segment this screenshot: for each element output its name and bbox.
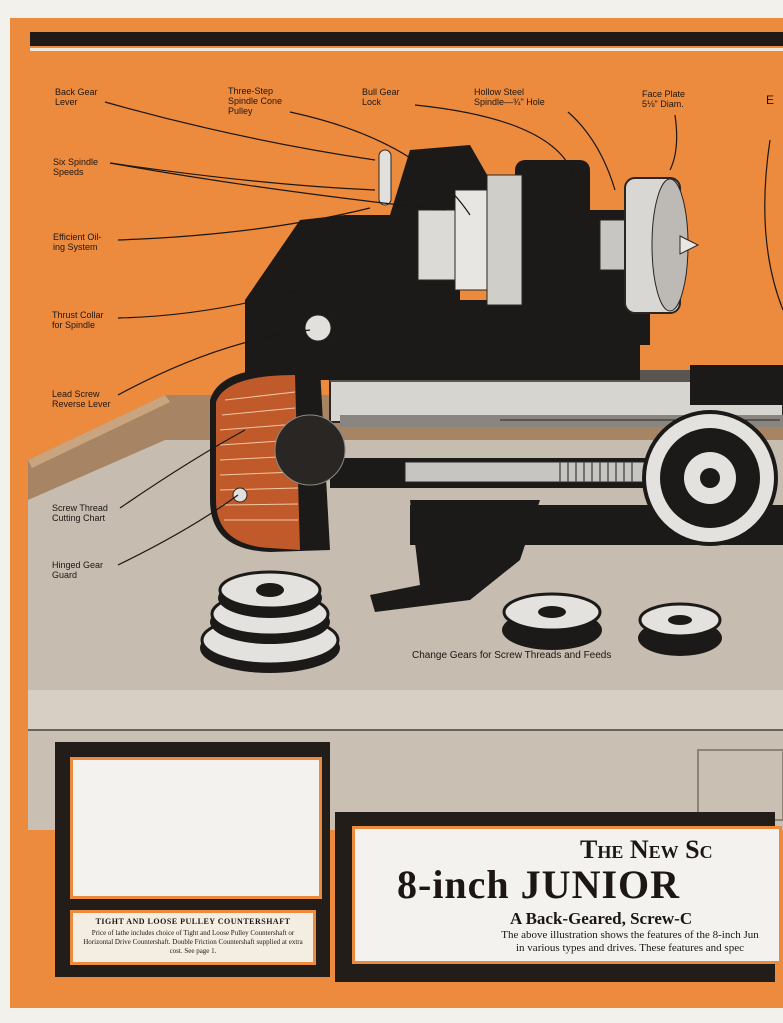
title-description: The above illustration shows the feature… bbox=[420, 929, 779, 955]
callout-face-plate: Face Plate 5⅛" Diam. bbox=[642, 89, 686, 109]
title-main: 8-inch JUNIOR bbox=[397, 862, 681, 907]
callout-oiling-system: Efficient Oil- ing System bbox=[53, 232, 102, 252]
callout-back-gear-lever: Back Gear Lever bbox=[55, 87, 98, 107]
callout-screw-thread-chart: Screw Thread Cutting Chart bbox=[52, 503, 108, 523]
title-box: The New Sc 8-inch JUNIOR A Back-Geared, … bbox=[352, 826, 782, 964]
header-rule bbox=[30, 32, 783, 46]
callout-edge-fragment: E bbox=[766, 93, 775, 107]
callout-hollow-spindle: Hollow Steel Spindle—¾" Hole bbox=[474, 87, 545, 107]
inset-photo bbox=[70, 757, 322, 899]
leader-lines bbox=[104, 101, 783, 566]
change-gear-small bbox=[638, 602, 722, 656]
title-heading: The New Sc bbox=[580, 835, 713, 864]
title-subheading: A Back-Geared, Screw-C bbox=[510, 909, 693, 928]
thread-chart bbox=[216, 375, 300, 550]
callout-lead-screw-lever: Lead Screw Reverse Lever bbox=[52, 389, 111, 409]
bench-edge bbox=[28, 690, 783, 730]
callout-bull-gear-lock: Bull Gear Lock bbox=[362, 87, 400, 107]
title-description-line-1: The above illustration shows the feature… bbox=[501, 929, 759, 941]
callout-three-step-pulley: Three-Step Spindle Cone Pulley bbox=[228, 86, 283, 116]
inset-caption-title: TIGHT AND LOOSE PULLEY COUNTERSHAFT bbox=[95, 917, 291, 926]
change-gear-stack-large bbox=[200, 570, 340, 673]
callout-thrust-collar: Thrust Collar for Spindle bbox=[52, 310, 104, 330]
inset-caption: TIGHT AND LOOSE PULLEY COUNTERSHAFT Pric… bbox=[70, 910, 316, 965]
cone-pulley bbox=[417, 209, 459, 281]
back-gear-lever bbox=[378, 149, 392, 206]
header-rule-thin bbox=[30, 48, 783, 51]
inset-caption-body: Price of lathe includes choice of Tight … bbox=[83, 929, 303, 955]
change-gear-medium bbox=[502, 592, 602, 650]
title-description-line-2: in various types and drives. These featu… bbox=[516, 942, 744, 954]
callout-hinged-gear-guard: Hinged Gear Guard bbox=[52, 560, 104, 580]
headstock-body bbox=[245, 215, 345, 380]
callout-six-speeds: Six Spindle Speeds bbox=[53, 157, 99, 177]
change-gears-label: Change Gears for Screw Threads and Feeds bbox=[412, 650, 612, 661]
